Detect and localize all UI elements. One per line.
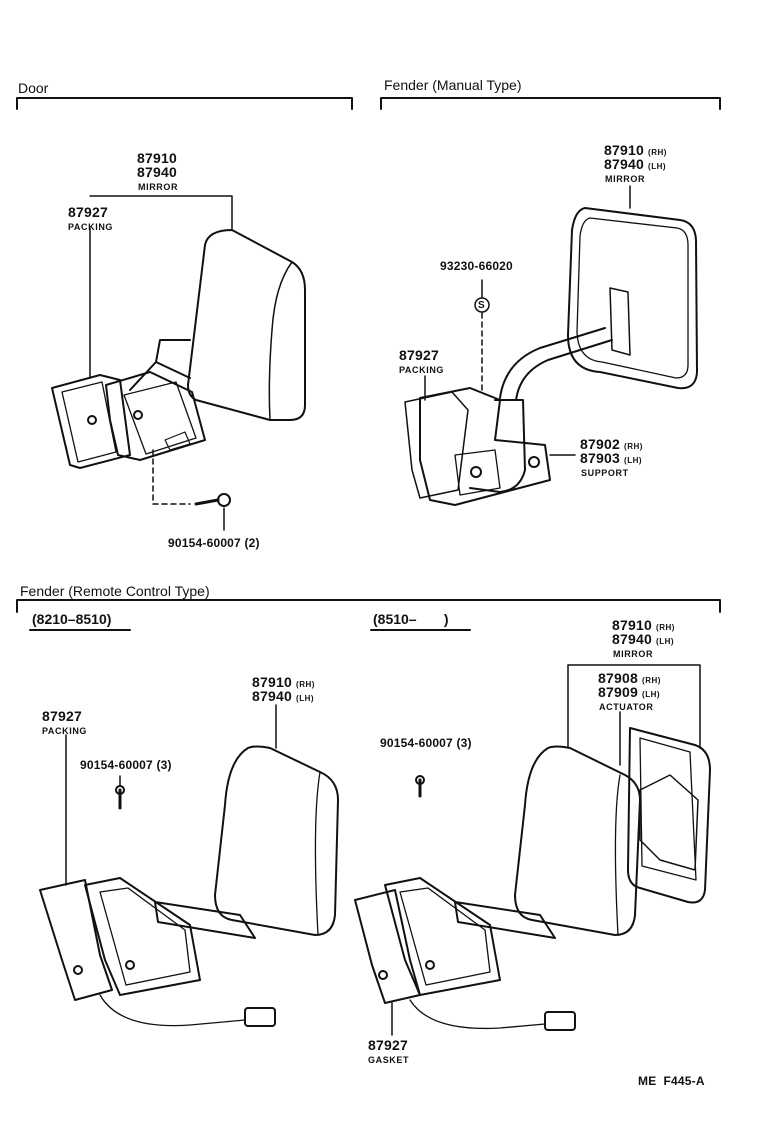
door-packing-label: PACKING xyxy=(68,222,114,232)
manual-screw-no: 93230-66020 xyxy=(440,259,513,273)
remote-a-screw-no: 90154-60007 (3) xyxy=(80,758,172,772)
range-a-label: (8210–8510) xyxy=(32,611,112,627)
section-door-title: Door xyxy=(18,80,49,96)
screw-symbol-circle xyxy=(474,297,490,313)
remote-a-packing-no: 87927 xyxy=(42,708,82,724)
remote-b-mirror-label: MIRROR xyxy=(613,649,654,659)
remote-a-packing-label: PACKING xyxy=(42,726,88,736)
remote-b-gasket-no: 87927 xyxy=(368,1037,408,1053)
remote-a-mirror-lh-no: 87940 (LH) xyxy=(252,688,315,704)
manual-packing-label: PACKING xyxy=(399,365,445,375)
manual-support-rh-no: 87902 (RH) xyxy=(580,436,643,452)
remote-b-mirror-rh-no: 87910 (RH) xyxy=(612,617,675,633)
remote-a-drawing xyxy=(39,704,339,1027)
range-b-label: (8510– ) xyxy=(373,611,449,627)
figure-code: ME F445-A xyxy=(638,1074,705,1088)
remote-b-mirror-lh-no: 87940 (LH) xyxy=(612,631,675,647)
manual-mirror-rh-no: 87910 (RH) xyxy=(604,142,667,158)
door-bracket xyxy=(16,97,353,110)
manual-mirror-drawing xyxy=(404,185,698,506)
remote-b-actuator-label: ACTUATOR xyxy=(599,702,654,712)
remote-b-screw-no: 90154-60007 (3) xyxy=(380,736,472,750)
manual-support-lh-no: 87903 (LH) xyxy=(580,450,643,466)
remote-a-mirror-rh-no: 87910 (RH) xyxy=(252,674,315,690)
fender-manual-bracket xyxy=(380,97,721,110)
door-mirror-label: MIRROR xyxy=(138,182,179,192)
manual-mirror-lh-no: 87940 (LH) xyxy=(604,156,667,172)
door-mirror-rh-no: 87910 xyxy=(137,150,177,166)
manual-support-label: SUPPORT xyxy=(581,468,629,478)
door-mirror-drawing xyxy=(51,195,306,531)
remote-b-actuator-lh-no: 87909 (LH) xyxy=(598,684,661,700)
remote-b-actuator-rh-no: 87908 (RH) xyxy=(598,670,661,686)
remote-b-drawing xyxy=(354,664,711,1036)
door-packing-no: 87927 xyxy=(68,204,108,220)
screw-symbol: S xyxy=(478,300,485,311)
fender-remote-bracket xyxy=(16,599,721,613)
door-mirror-lh-no: 87940 xyxy=(137,164,177,180)
manual-mirror-label: MIRROR xyxy=(605,174,646,184)
section-fender-manual-title: Fender (Manual Type) xyxy=(384,77,522,93)
manual-packing-no: 87927 xyxy=(399,347,439,363)
door-screw-no: 90154-60007 (2) xyxy=(168,536,260,550)
section-fender-remote-title: Fender (Remote Control Type) xyxy=(20,583,210,599)
remote-b-gasket-label: GASKET xyxy=(368,1055,410,1065)
